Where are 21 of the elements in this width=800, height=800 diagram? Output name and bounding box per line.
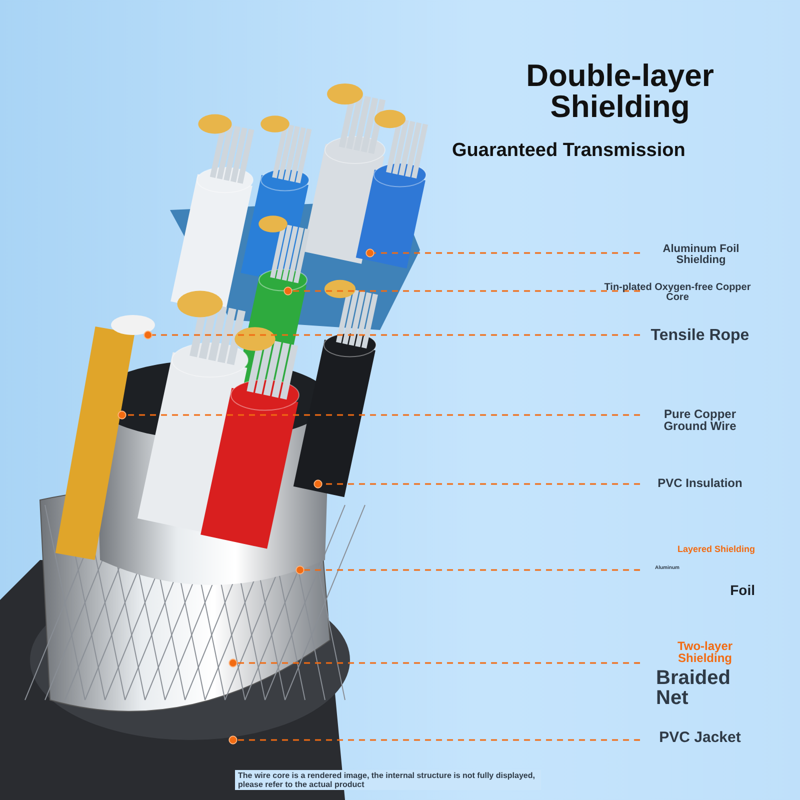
leader-line [118, 410, 640, 420]
part-label: Braided Net [655, 668, 732, 708]
part-label: Foil [729, 583, 755, 597]
part-label: Pure Copper Ground Wire [662, 408, 738, 432]
leader-line [314, 480, 640, 488]
part-label: PVC Insulation [656, 477, 744, 489]
part-label: Tin-plated Oxygen-free Copper Core [603, 283, 752, 303]
leader-line [228, 658, 640, 668]
leader-line [366, 248, 640, 258]
leader-line [228, 736, 640, 744]
leader-line [296, 566, 640, 574]
leader-line [144, 330, 640, 340]
layer-note: Two-layer Shielding [676, 640, 734, 664]
part-label: Aluminum Foil Shielding [662, 244, 740, 266]
layer-note: Layered Shielding [676, 545, 755, 554]
part-label: Tensile Rope [650, 328, 750, 344]
part-label: PVC Jacket [658, 730, 742, 745]
subtitle: Guaranteed Transmission [452, 140, 686, 162]
leader-line [284, 286, 640, 296]
title: Double-layer Shielding [525, 60, 715, 122]
disclaimer-note: The wire core is a rendered image, the internal structure is not fully displayed, please refer to the actual product [235, 770, 541, 790]
